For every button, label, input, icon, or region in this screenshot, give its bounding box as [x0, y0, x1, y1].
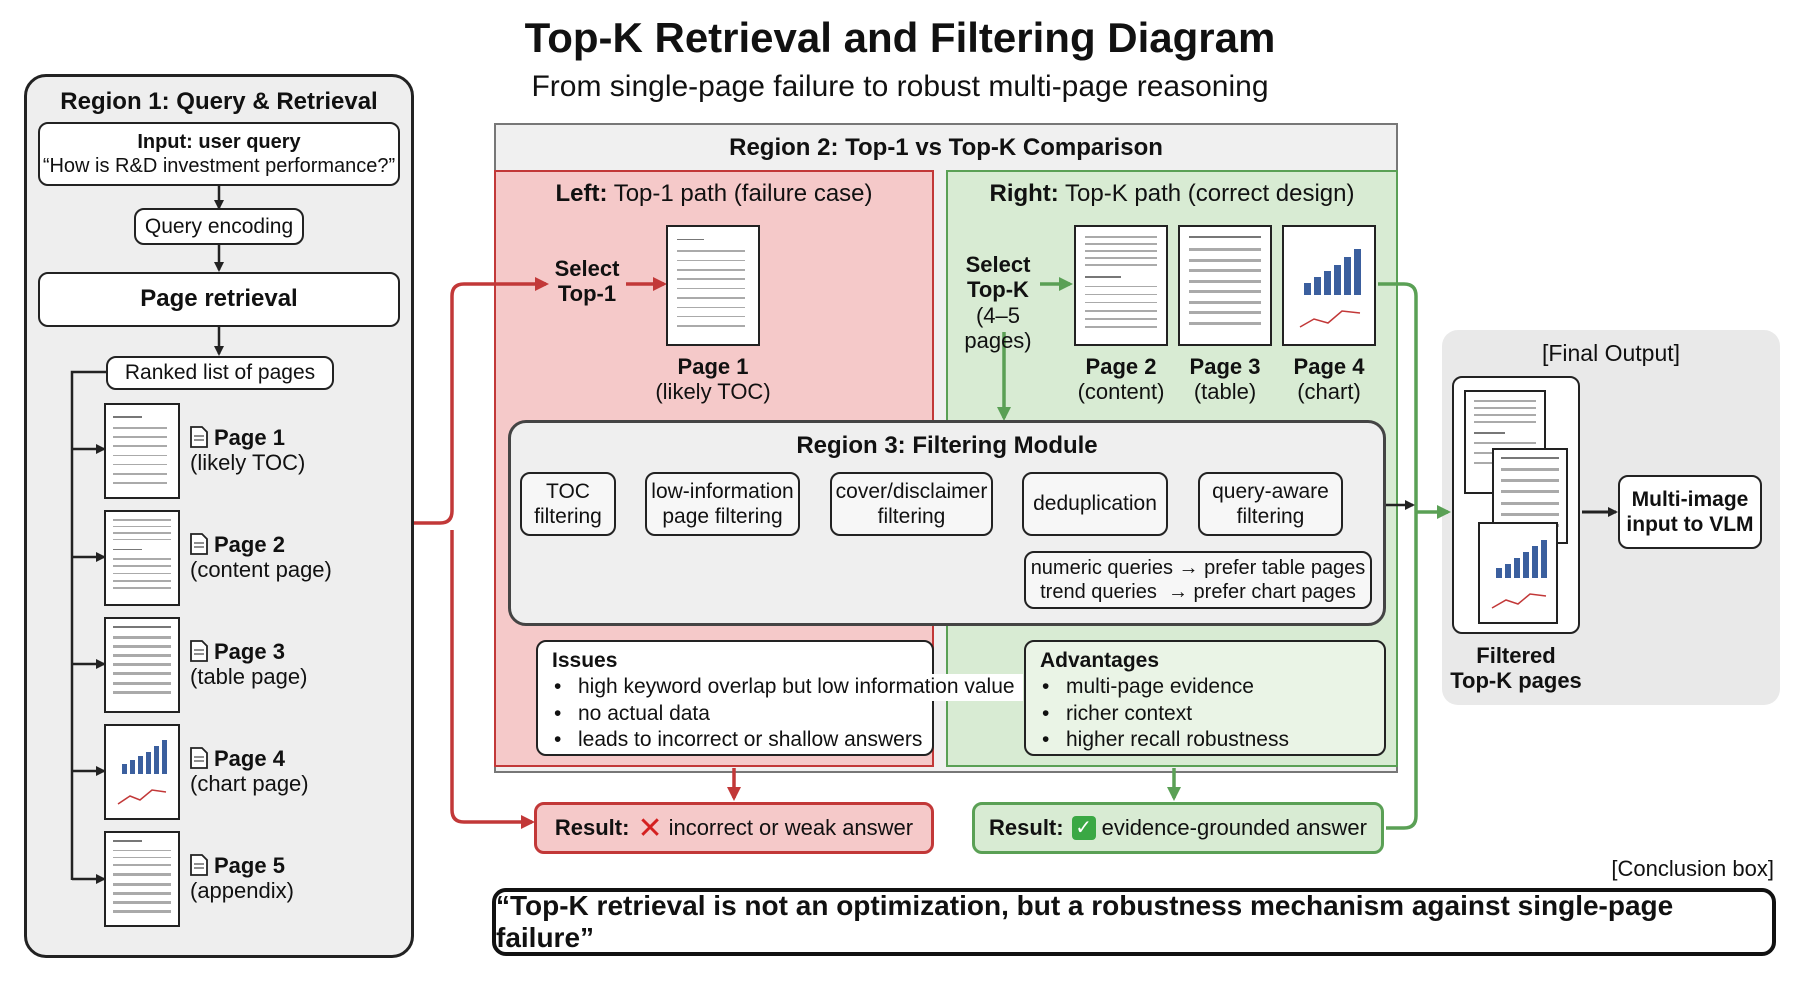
query-encoding-box: Query encoding — [134, 208, 304, 245]
document-icon — [190, 640, 208, 662]
page5-label: Page 5 (appendix) — [190, 853, 294, 904]
issue-item: no actual data — [552, 701, 918, 728]
page1-thumbnail — [104, 403, 180, 499]
filtered-page-chart — [1478, 522, 1558, 624]
page3-label: Page 3 (table page) — [190, 639, 308, 690]
topk-page4-chart-icon — [1299, 249, 1361, 328]
advantage-item: higher recall robustness — [1040, 727, 1370, 754]
document-icon — [190, 533, 208, 555]
issue-item: high keyword overlap but low information… — [552, 674, 1023, 701]
conclusion-box-label: [Conclusion box] — [1611, 856, 1774, 881]
region1-title: Region 1: Query & Retrieval — [60, 88, 378, 115]
topk-page3-label: Page 3(table) — [1189, 354, 1261, 405]
green-check-icon: ✓ — [1071, 816, 1096, 840]
document-icon — [190, 854, 208, 876]
red-split-connector-lower — [450, 530, 535, 829]
filtered-chart-icon — [1491, 540, 1547, 609]
select-topk-label: Select Top-K (4–5 pages) — [964, 252, 1032, 353]
ranked-list-box: Ranked list of pages — [106, 356, 334, 390]
green-right-connector — [1378, 282, 1418, 830]
diagram-title: Top-K Retrieval and Filtering Diagram — [524, 14, 1276, 61]
page1-label: Page 1 (likely TOC) — [190, 425, 306, 476]
page4-label: Page 4 (chart page) — [190, 746, 309, 797]
issue-item: leads to incorrect or shallow answers — [552, 727, 922, 754]
ranked-list-bracket — [70, 370, 106, 880]
advantage-item: multi-page evidence — [1040, 674, 1370, 701]
document-icon — [190, 426, 208, 448]
page4-thumbnail — [104, 724, 180, 820]
filter-deduplication: deduplication — [1022, 472, 1168, 536]
red-split-connector — [414, 277, 549, 525]
topk-page4-label: Page 4(chart) — [1293, 354, 1365, 405]
conclusion-box: “Top-K retrieval is not an optimization,… — [492, 888, 1776, 956]
page2-label: Page 2 (content page) — [190, 532, 332, 583]
topk-page3-thumbnail — [1178, 225, 1272, 346]
region3-title: Region 3: Filtering Module — [796, 432, 1098, 459]
topk-page2-thumbnail — [1074, 225, 1168, 346]
page-retrieval-box: Page retrieval — [38, 272, 400, 327]
issues-title: Issues — [552, 649, 618, 672]
region2-title: Region 2: Top-1 vs Top-K Comparison — [729, 134, 1163, 161]
topk-page2-label: Page 2(content) — [1077, 354, 1165, 405]
user-query-text: “How is R&D investment performance?” — [42, 155, 396, 177]
advantages-title: Advantages — [1040, 649, 1160, 672]
diagram-subtitle: From single-page failure to robust multi… — [531, 70, 1269, 103]
red-cross-icon: ✕ — [637, 811, 663, 845]
page5-thumbnail — [104, 831, 180, 927]
user-query-box: Input: user query “How is R&D investment… — [38, 122, 400, 186]
user-query-title: Input: user query — [137, 131, 301, 153]
top1-page-label: Page 1(likely TOC) — [655, 354, 771, 405]
page2-thumbnail — [104, 510, 180, 606]
top1-heading: Left: Top-1 path (failure case) — [555, 180, 873, 207]
result-good-box: Result: ✓ evidence-grounded answer — [972, 802, 1384, 854]
page3-thumbnail — [104, 617, 180, 713]
top1-page-thumbnail — [666, 225, 760, 346]
result-bad-box: Result: ✕ incorrect or weak answer — [534, 802, 934, 854]
document-icon — [190, 747, 208, 769]
final-output-title: [Final Output] — [1541, 340, 1681, 366]
advantages-box: Advantages multi-page evidence richer co… — [1024, 640, 1386, 756]
page4-chart-icon — [117, 740, 167, 805]
issues-box: Issues high keyword overlap but low info… — [536, 640, 1023, 756]
topk-page4-thumbnail — [1282, 225, 1376, 346]
topk-heading: Right: Top-K path (correct design) — [989, 180, 1355, 207]
advantage-item: richer context — [1040, 701, 1370, 728]
